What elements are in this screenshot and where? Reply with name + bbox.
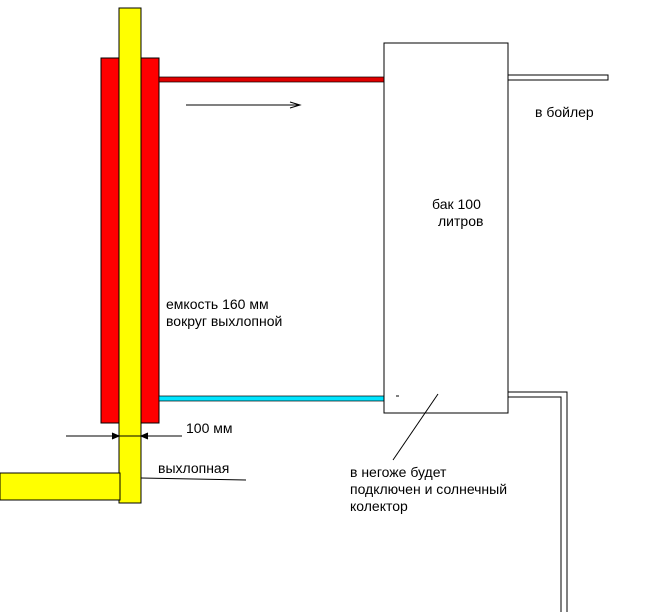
arrow-right-icon: [186, 101, 302, 109]
tank-label-line-2: литров: [438, 213, 484, 229]
tank-label: бак 100 литров: [432, 196, 483, 230]
collector-label-line-3: колектор: [350, 498, 408, 514]
hot-water-line: [158, 76, 385, 83]
exhaust-pipe-horizontal: [0, 472, 121, 501]
jacket-label-line-1: емкость 160 мм: [166, 296, 269, 312]
collector-label: в негоже будет подключен и солнечный кол…: [350, 464, 507, 515]
collector-pipe: [508, 391, 568, 612]
cold-water-line: [158, 395, 385, 402]
exhaust-pipe-vertical: [118, 7, 142, 504]
boiler-label: в бойлер: [535, 104, 594, 120]
collector-label-line-1: в негоже будет: [350, 464, 447, 480]
collector-label-line-2: подключен и солнечный: [350, 481, 508, 497]
jacket-label-line-2: вокруг выхлопной: [166, 313, 283, 329]
jacket-label: емкость 160 мм вокруг выхлопной: [166, 296, 282, 330]
tank-label-line-1: бак 100: [432, 196, 481, 212]
dimension-label: 100 мм: [186, 420, 233, 436]
exhaust-label: выхлопная: [158, 460, 230, 476]
boiler-outlet-pipe: [507, 74, 609, 81]
exhaust-leader-line: [140, 477, 247, 481]
dimension-marker: [66, 425, 182, 445]
storage-tank: [383, 42, 509, 414]
collector-leader-line: [392, 393, 439, 461]
